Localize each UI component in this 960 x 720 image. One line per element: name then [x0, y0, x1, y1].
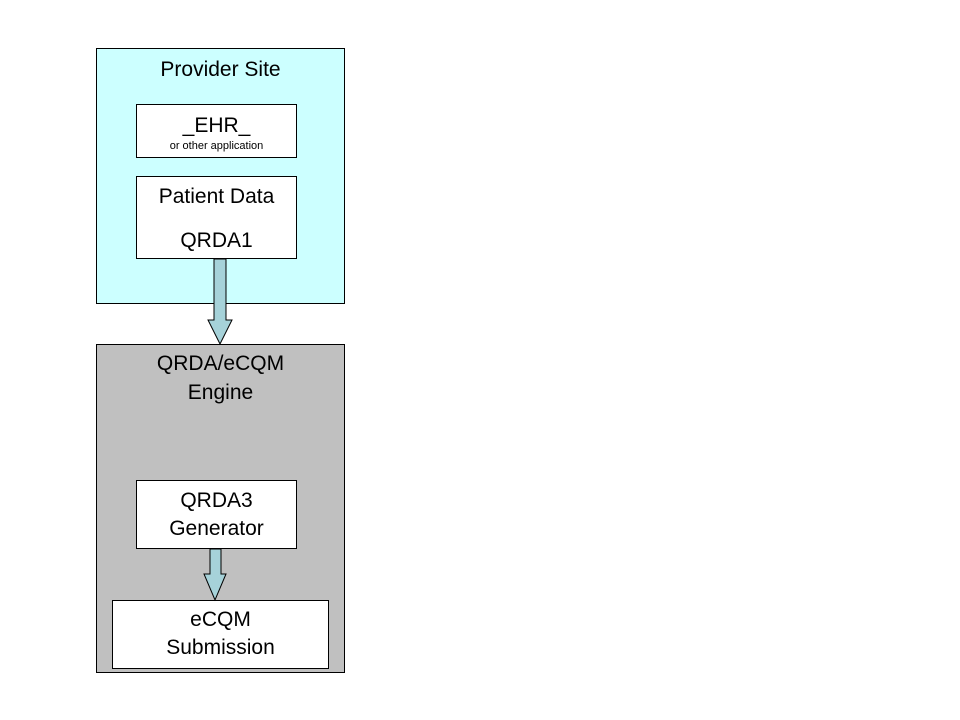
ehr-sublabel: or other application — [169, 140, 264, 152]
engine-title-line1: QRDA/eCQM — [156, 352, 285, 375]
submission-line2: Submission — [166, 636, 275, 659]
ecqm-submission-box: eCQM Submission — [112, 600, 329, 669]
ehr-box: _EHR_ or other application — [136, 104, 297, 158]
provider-site-title: Provider Site — [160, 58, 281, 81]
patient-data-box: Patient Data QRDA1 — [136, 176, 297, 259]
qrda1-label: QRDA1 — [180, 229, 253, 252]
ehr-label: _EHR_ — [182, 114, 251, 137]
generator-line2: Generator — [169, 517, 264, 540]
generator-line1: QRDA3 — [180, 489, 253, 512]
qrda3-generator-box: QRDA3 Generator — [136, 480, 297, 549]
engine-title-line2: Engine — [187, 381, 254, 404]
patient-data-label: Patient Data — [158, 185, 275, 208]
submission-line1: eCQM — [190, 608, 251, 631]
